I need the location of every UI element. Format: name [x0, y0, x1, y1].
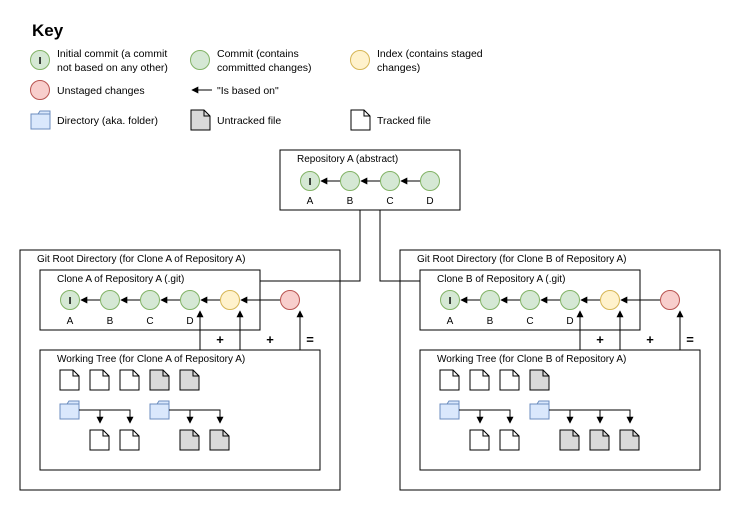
clone-b-index [600, 290, 620, 310]
key-title: Key [32, 21, 64, 40]
clone-b-equals: = [686, 332, 694, 347]
commit-key-icon [190, 50, 210, 70]
tracked-file-icon [469, 429, 490, 451]
key-unstaged: Unstaged changes [57, 85, 145, 97]
repo-a-label-b: B [347, 196, 354, 207]
repo-a-label-a: A [307, 196, 314, 207]
clone-a-commit-a [60, 290, 80, 310]
folder-icon [59, 400, 80, 420]
clone-a-plus-1: + [216, 332, 224, 347]
key-initial-commit-line1: Initial commit (a commit [57, 48, 167, 60]
key-directory: Directory (aka. folder) [57, 115, 158, 127]
repository-a-title: Repository A (abstract) [297, 154, 398, 165]
clone-b-commit-a [440, 290, 460, 310]
tracked-file-icon [89, 369, 110, 391]
tracked-file-icon [59, 369, 80, 391]
untracked-file-icon [209, 429, 230, 451]
clone-a-index [220, 290, 240, 310]
untracked-file-icon [179, 369, 200, 391]
clone-b-label-a: A [447, 316, 454, 327]
repo-a-commit-a [300, 171, 320, 191]
clone-a-plus-2: + [266, 332, 274, 347]
key-index-line1: Index (contains staged [377, 48, 483, 60]
clone-a-label-d: D [186, 316, 193, 327]
clone-a-commit-b [100, 290, 120, 310]
clone-a-initial-glyph: I [69, 296, 72, 307]
clone-b-initial-glyph: I [449, 296, 452, 307]
key-initial-commit-line2: not based on any other) [57, 62, 168, 74]
clone-a-link-line [260, 210, 361, 282]
clone-b-label-d: D [566, 316, 573, 327]
clone-a-commit-c [140, 290, 160, 310]
clone-b-commit-c [520, 290, 540, 310]
clone-b-git-title: Clone B of Repository A (.git) [437, 274, 565, 285]
repo-a-commit-d [420, 171, 440, 191]
key-based-on: "Is based on" [217, 85, 279, 97]
clone-b-commit-b [480, 290, 500, 310]
untracked-file-icon [619, 429, 640, 451]
folder-icon [149, 400, 170, 420]
repo-a-initial-glyph: I [309, 177, 312, 188]
clone-a-git-title: Clone A of Repository A (.git) [57, 274, 184, 285]
folder-key-icon [30, 110, 51, 130]
clone-a-unstaged [280, 290, 300, 310]
tracked-file-icon [499, 369, 520, 391]
folder-icon [439, 400, 460, 420]
initial-commit-key-icon [30, 50, 50, 70]
tracked-file-icon [469, 369, 490, 391]
untracked-file-key-icon [190, 109, 211, 131]
clone-b-plus-2: + [646, 332, 654, 347]
folder-icon [529, 400, 550, 420]
tree-branch [459, 409, 514, 424]
clone-b-label-c: C [526, 316, 533, 327]
tracked-file-icon [499, 429, 520, 451]
clone-a-commit-d [180, 290, 200, 310]
repo-a-label-d: D [426, 196, 433, 207]
repo-a-label-c: C [386, 196, 393, 207]
clone-b-link-line [379, 210, 420, 282]
tracked-file-icon [439, 369, 460, 391]
clone-b-plus-1: + [596, 332, 604, 347]
clone-a-root-title: Git Root Directory (for Clone A of Repos… [37, 254, 245, 265]
clone-a-label-c: C [146, 316, 153, 327]
clone-b-working-tree-title: Working Tree (for Clone B of Repository … [437, 354, 626, 365]
tracked-file-icon [119, 429, 140, 451]
clone-b-commit-d [560, 290, 580, 310]
key-commit-line1: Commit (contains [217, 48, 299, 60]
tree-branch [169, 409, 224, 424]
untracked-file-icon [149, 369, 170, 391]
unstaged-key-icon [30, 80, 50, 100]
repo-a-commit-c [380, 171, 400, 191]
index-key-icon [350, 50, 370, 70]
key-tracked: Tracked file [377, 115, 431, 127]
initial-commit-glyph: I [39, 56, 42, 67]
clone-a-equals: = [306, 332, 314, 347]
key-index-line2: changes) [377, 62, 420, 74]
untracked-file-icon [529, 369, 550, 391]
clone-a-label-b: B [107, 316, 114, 327]
repo-a-commit-b [340, 171, 360, 191]
tree-branch [79, 409, 134, 424]
tree-branch [549, 409, 634, 424]
key-untracked: Untracked file [217, 115, 281, 127]
clone-b-unstaged [660, 290, 680, 310]
tracked-file-icon [119, 369, 140, 391]
tracked-file-key-icon [350, 109, 371, 131]
clone-b-label-b: B [487, 316, 494, 327]
tracked-file-icon [89, 429, 110, 451]
untracked-file-icon [179, 429, 200, 451]
untracked-file-icon [559, 429, 580, 451]
clone-b-root-title: Git Root Directory (for Clone B of Repos… [417, 254, 627, 265]
untracked-file-icon [589, 429, 610, 451]
clone-a-label-a: A [67, 316, 74, 327]
clone-a-working-tree-title: Working Tree (for Clone A of Repository … [57, 354, 245, 365]
key-commit-line2: committed changes) [217, 62, 312, 74]
